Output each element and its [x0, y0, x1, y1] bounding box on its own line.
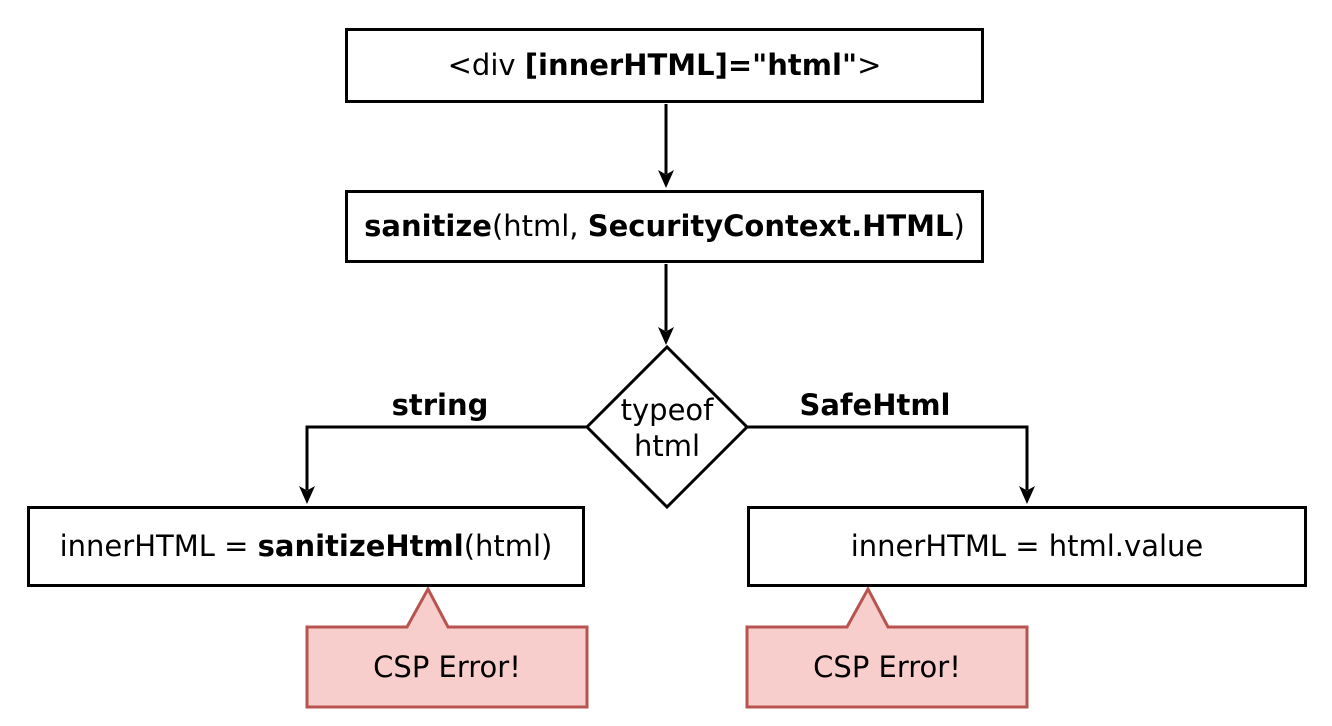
string-box-text-post: (html) — [463, 529, 553, 564]
sanitize-box-args-open: (html, — [491, 209, 588, 244]
sanitize-box-args-close: ) — [953, 209, 965, 244]
template-box-text-post: > — [857, 48, 882, 83]
decision-diamond-shape — [584, 344, 750, 510]
template-box-text-pre: <div — [447, 48, 525, 83]
decision-line1: typeof — [620, 392, 714, 427]
left-callout-bubble — [305, 585, 589, 709]
node-safehtml-result-box: innerHTML = html.value — [747, 506, 1307, 587]
sanitize-box-arg-bold: SecurityContext.HTML — [587, 209, 954, 244]
right-callout-bubble — [745, 585, 1029, 709]
decision-line2: html — [633, 429, 701, 463]
template-box-text-bold: [innerHTML]="html" — [524, 48, 858, 83]
node-template-box: <div [innerHTML]="html"> — [345, 28, 984, 103]
right-callout-text: CSP Error! — [813, 649, 961, 684]
arrow-template-to-sanitize — [658, 104, 674, 188]
safehtml-box-text: innerHTML = html.value — [850, 529, 1204, 564]
sanitize-box-text: sanitize(html, SecurityContext.HTML) — [364, 209, 965, 244]
branch-label-string: string — [391, 388, 489, 422]
left-callout-text: CSP Error! — [373, 649, 521, 684]
node-string-result-box: innerHTML = sanitizeHtml(html) — [27, 506, 585, 587]
template-box-text: <div [innerHTML]="html"> — [448, 48, 882, 83]
sanitize-box-fn-bold: sanitize — [364, 209, 492, 244]
arrow-decision-to-string-box — [299, 425, 587, 504]
string-box-text-bold: sanitizeHtml — [257, 529, 464, 564]
node-sanitize-box: sanitize(html, SecurityContext.HTML) — [345, 190, 984, 263]
string-box-text: innerHTML = sanitizeHtml(html) — [60, 529, 553, 564]
branch-label-safehtml: SafeHtml — [799, 388, 951, 422]
decision-diamond-text: typeof html — [587, 388, 747, 468]
arrow-sanitize-to-decision — [658, 264, 674, 345]
arrow-decision-to-safehtml-box — [747, 425, 1035, 504]
string-box-text-pre: innerHTML = — [59, 529, 258, 564]
